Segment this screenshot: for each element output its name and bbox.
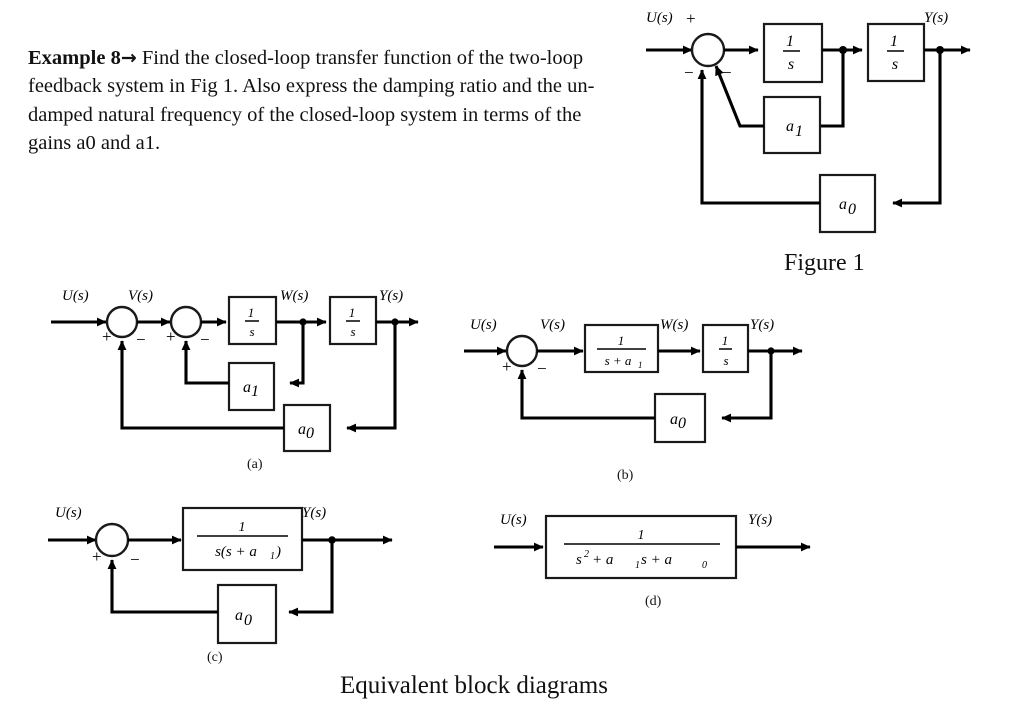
b-lag-denominator-subscript: 1 [638,360,643,370]
a-v-label: V(s) [128,288,153,304]
diagram-a: U(s) + − V(s) + − 1 s W(s) [40,285,430,460]
b-block-gain-a0 [653,392,707,444]
gain-a1-subscript: 1 [795,123,803,140]
c-wire-a0-to-sum [107,559,218,614]
diagram-b-caption: (b) [617,468,634,483]
diagram-c-caption: (c) [207,650,223,665]
figure-1-block-diagram: 1 s 1 s Y(s) U(s) + − − a 1 [640,0,1024,245]
integrator-2-denominator: s [892,56,898,73]
diagram-b: U(s) + − V(s) 1 s + a 1 W(s) 1 s Y(s) [460,312,820,457]
d-tf-numerator: 1 [638,528,645,543]
a-gain-a0-label: a [298,421,306,438]
block-integrator-1 [762,22,824,84]
a-w-label: W(s) [280,288,308,304]
problem-statement: Example 8→ Find the closed-loop transfer… [28,44,628,157]
a-int2-denominator: s [350,324,355,339]
a-wire-a0-to-sum1 [117,340,284,430]
b-gain-a0-subscript: 0 [678,415,686,432]
d-input-label: U(s) [500,512,527,528]
b-lag-denominator: s + a [605,353,632,368]
c-input-label: U(s) [55,505,82,521]
gain-a0-subscript: 0 [848,201,856,218]
a-sum1-input-sign: + [102,327,112,346]
wire-output-to-a0 [892,50,942,208]
b-output-label: Y(s) [750,317,774,333]
a-gain-a1-subscript: 1 [251,383,259,400]
sum-inner-feedback-sign: − [722,63,732,82]
a-block-gain-a0 [282,403,332,453]
d-tf-denominator-s: s [576,552,582,568]
c-forward-denominator-tail: ) [275,544,281,560]
diagram-a-caption: (a) [247,457,263,472]
c-gain-a0-label: a [235,607,243,624]
d-block-closed-loop-tf [544,514,738,580]
block-integrator-2 [866,22,926,83]
d-tf-denominator-s-plus-a: s + a [641,552,672,568]
b-int-denominator: s [723,353,728,368]
wire-a0-to-sum [697,69,820,205]
d-output-label: Y(s) [748,512,772,528]
d-tf-denominator-exponent: 2 [584,549,589,560]
figure-1-caption: Figure 1 [784,250,865,276]
a-sum1-feedback-sign: − [136,330,146,349]
arrow-icon: → [120,47,137,69]
input-label: U(s) [646,10,673,26]
block-gain-a0 [818,173,877,234]
b-lag-numerator: 1 [618,333,625,348]
gain-a0-label: a [839,196,847,213]
c-forward-denominator-subscript: 1 [270,551,275,562]
b-w-label: W(s) [660,317,688,333]
diagram-c: U(s) + − 1 s(s + a 1 ) Y(s) a 0 [40,500,420,645]
sum-input-sign: + [686,9,696,28]
a-sum2-input-sign: + [166,327,176,346]
c-sum-feedback-sign: − [130,550,140,569]
d-tf-denominator-sub-1: 1 [635,560,640,571]
a-gain-a1-label: a [243,379,251,396]
summing-junction [690,32,726,68]
c-output-label: Y(s) [302,505,326,521]
problem-body: Find the closed-loop transfer function o… [28,47,595,154]
b-sum-feedback-sign: − [537,359,547,378]
a-wire-w-to-a1 [289,322,305,388]
sum-outer-feedback-sign: − [684,63,694,82]
integrator-1-denominator: s [788,56,794,73]
c-forward-numerator: 1 [239,520,246,535]
c-sum-input-sign: + [92,547,102,566]
d-tf-denominator-plus-a: + a [592,552,613,568]
integrator-2-numerator: 1 [890,33,898,50]
b-int-numerator: 1 [722,333,729,348]
b-wire-y-to-a0 [721,351,773,423]
a-gain-a0-subscript: 0 [306,425,314,442]
b-sum-input-sign: + [502,357,512,376]
d-tf-denominator-sub-0: 0 [702,560,707,571]
diagram-d-caption: (d) [645,594,662,609]
a-input-label: U(s) [62,288,89,304]
c-gain-a0-subscript: 0 [244,612,252,629]
a-wire-a1-to-sum2 [181,340,229,385]
a-sum2-feedback-sign: − [200,330,210,349]
c-block-forward-path [181,506,304,572]
b-wire-a0-to-sum [517,369,655,420]
c-block-gain-a0 [216,583,278,645]
a-output-label: Y(s) [379,288,403,304]
example-label: Example 8 [28,47,121,69]
c-wire-y-to-a0 [288,540,334,617]
diagram-d: U(s) 1 s 2 + a 1 s + a 0 Y(s) [470,505,850,585]
a-int1-denominator: s [249,324,254,339]
c-forward-denominator: s(s + a [215,544,257,560]
b-gain-a0-label: a [670,411,678,428]
wire-a1-to-sum [714,65,764,128]
a-int2-numerator: 1 [349,305,356,320]
a-wire-y-to-a0 [346,322,397,433]
a-block-integrator-2 [328,295,378,346]
output-label: Y(s) [924,10,948,26]
b-input-label: U(s) [470,317,497,333]
equivalent-diagrams-caption: Equivalent block diagrams [340,672,608,699]
b-v-label: V(s) [540,317,565,333]
integrator-1-numerator: 1 [786,33,794,50]
a-int1-numerator: 1 [248,305,255,320]
gain-a1-label: a [786,118,794,135]
a-block-gain-a1 [227,361,276,412]
